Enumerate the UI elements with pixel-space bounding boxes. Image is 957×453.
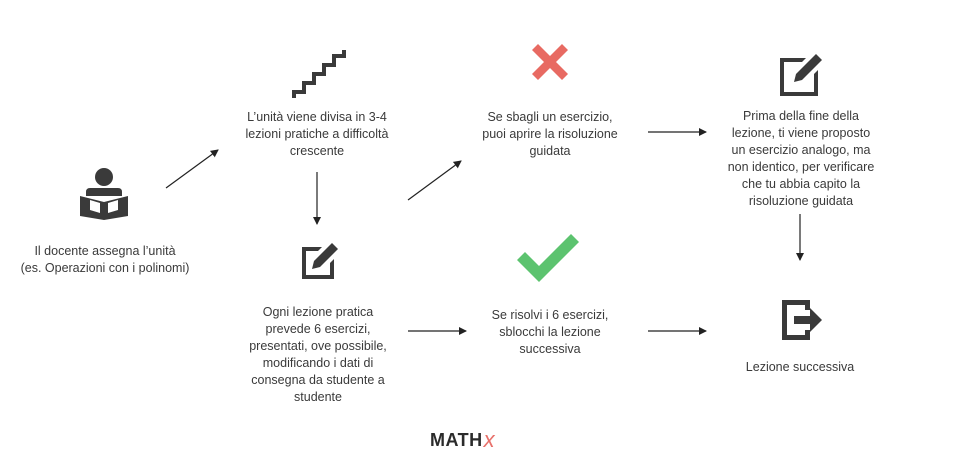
next-lesson-label: Lezione successiva	[745, 360, 855, 374]
final-exercise-label: Prima della fine della lezione, ti viene…	[727, 109, 875, 208]
unit-split-label: L’unità viene divisa in 3-4 lezioni prat…	[245, 110, 389, 158]
wrong-exercise-label: Se sbagli un esercizio, puoi aprire la r…	[482, 110, 618, 158]
edit-icon	[780, 54, 822, 96]
arrow-teacher-to-unit	[165, 149, 219, 189]
stairs-icon	[292, 50, 346, 98]
logo-accent: x	[483, 427, 496, 452]
checkmark-icon	[517, 234, 579, 282]
solved-exercises-label: Se risolvi i 6 esercizi, sblocchi la lez…	[491, 308, 609, 356]
reading-person-icon	[80, 168, 128, 220]
cross-icon	[532, 44, 568, 80]
logo-text: MATH	[430, 429, 483, 450]
arrow-unit-to-wrong	[407, 160, 462, 201]
exit-icon	[782, 300, 822, 340]
lesson-exercises-label: Ogni lezione pratica prevede 6 esercizi,…	[249, 305, 387, 404]
edit-icon	[302, 243, 338, 279]
teacher-label: Il docente assegna l’unità (es. Operazio…	[20, 244, 190, 275]
